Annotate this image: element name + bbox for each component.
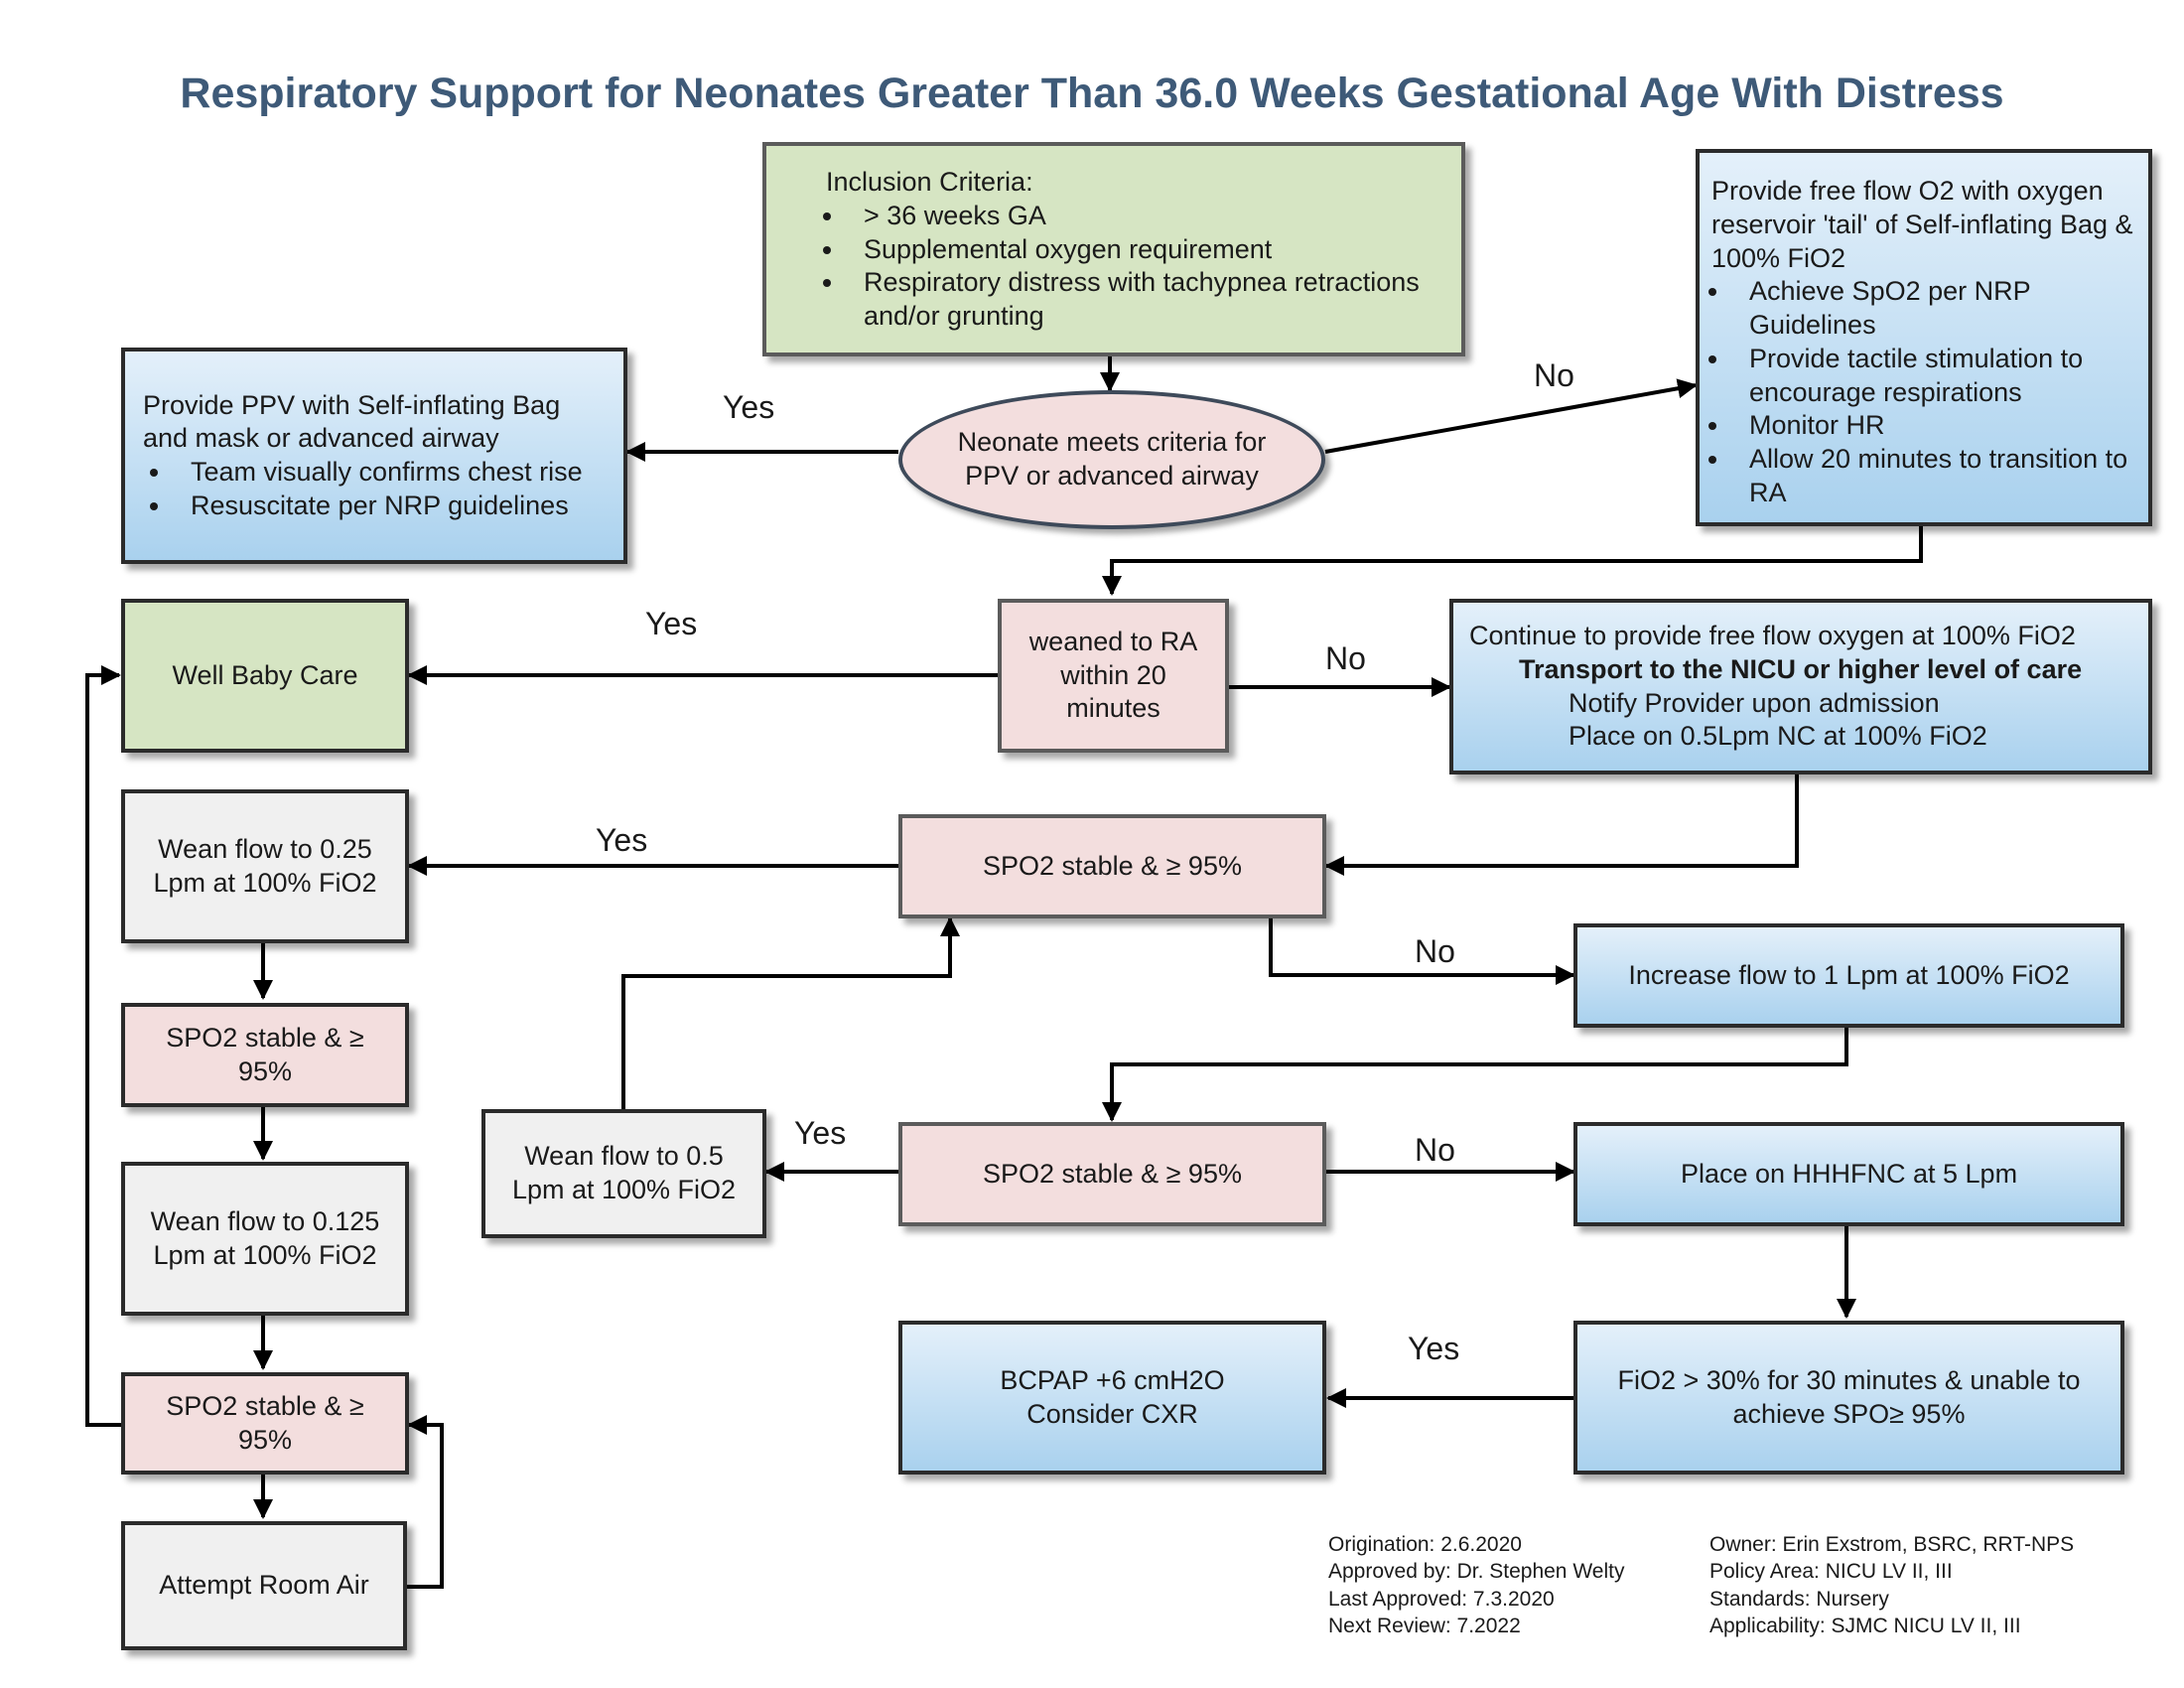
free-flow-item: Monitor HR [1731, 409, 2134, 443]
ppv-decision-text: Neonate meets criteria for PPV or advanc… [957, 427, 1267, 491]
footer-next-review: Next Review: 7.2022 [1328, 1614, 1521, 1637]
spo2-check-left-1: SPO2 stable & ≥ 95% [121, 1003, 409, 1107]
spo2-a-text: SPO2 stable & ≥ 95% [983, 850, 1242, 881]
attempt-room-air-box: Attempt Room Air [121, 1521, 407, 1650]
spo2-b-text: SPO2 stable & ≥ 95% [983, 1158, 1242, 1189]
continue-oxygen-box: Continue to provide free flow oxygen at … [1449, 599, 2152, 774]
free-flow-item: Provide tactile stimulation to encourage… [1731, 343, 2134, 410]
wean-025-text: Wean flow to 0.25 Lpm at 100% FiO2 [153, 833, 377, 898]
arrow-wean05-to-spo2a [621, 916, 960, 1109]
free-flow-list: Achieve SpO2 per NRP Guidelines Provide … [1711, 275, 2134, 509]
ppv-decision-ellipse: Neonate meets criteria for PPV or advanc… [898, 390, 1325, 529]
footer-origination: Origination: 2.6.2020 [1328, 1533, 1522, 1556]
footer-last-approved: Last Approved: 7.3.2020 [1328, 1587, 1555, 1611]
inclusion-list: > 36 weeks GA Supplemental oxygen requir… [826, 200, 1447, 334]
spo2-left-2-text: SPO2 stable & ≥ 95% [166, 1390, 364, 1455]
wean-0125-box: Wean flow to 0.125 Lpm at 100% FiO2 [121, 1162, 409, 1316]
continue-line3: Notify Provider upon admission [1569, 687, 1940, 718]
label-no-continue: No [1325, 640, 1366, 676]
free-flow-text: Provide free flow O2 with oxygen reservo… [1711, 176, 2133, 273]
spo2-check-a: SPO2 stable & ≥ 95% [898, 814, 1326, 918]
increase-flow-text: Increase flow to 1 Lpm at 100% FiO2 [1628, 959, 2070, 990]
footer-owner: Owner: Erin Exstrom, BSRC, RRT-NPS [1709, 1533, 2075, 1556]
hhhfnc-box: Place on HHHFNC at 5 Lpm [1573, 1122, 2124, 1226]
inclusion-criteria-box: Inclusion Criteria: > 36 weeks GA Supple… [762, 142, 1465, 356]
label-no-increase: No [1415, 933, 1455, 969]
footer-policy-area: Policy Area: NICU LV II, III [1709, 1560, 1953, 1584]
arrow-freeflow-to-weaned [1102, 526, 1923, 596]
spo2-left-1-text: SPO2 stable & ≥ 95% [166, 1022, 364, 1086]
label-no-hhhfnc: No [1415, 1132, 1455, 1168]
inclusion-heading: Inclusion Criteria: [826, 167, 1033, 197]
weaned-to-ra-box: weaned to RA within 20 minutes [998, 599, 1229, 753]
bcpap-line2: Consider CXR [1026, 1398, 1198, 1429]
ppv-item: Team visually confirms chest rise [173, 456, 610, 490]
spo2-check-left-2: SPO2 stable & ≥ 95% [121, 1372, 409, 1475]
arrow-increase-to-spo2b [1102, 1028, 1848, 1122]
arrow-continue-to-spo2a [1324, 774, 1799, 876]
inclusion-item: Supplemental oxygen requirement [846, 233, 1447, 267]
free-flow-box: Provide free flow O2 with oxygen reservo… [1696, 149, 2152, 526]
hhhfnc-text: Place on HHHFNC at 5 Lpm [1680, 1158, 2018, 1189]
continue-line1: Continue to provide free flow oxygen at … [1469, 621, 2076, 650]
free-flow-item: Allow 20 minutes to transition to RA [1731, 443, 2134, 510]
arrow-spo2a-to-increase [1269, 916, 1575, 985]
fio2-box: FiO2 > 30% for 30 minutes & unable to ac… [1573, 1321, 2124, 1475]
ppv-box: Provide PPV with Self-inflating Bag and … [121, 348, 627, 564]
wean-05-text: Wean flow to 0.5 Lpm at 100% FiO2 [511, 1141, 737, 1204]
label-yes-bcpap: Yes [1408, 1331, 1460, 1366]
continue-line4: Place on 0.5Lpm NC at 100% FiO2 [1569, 721, 1987, 752]
ppv-list: Team visually confirms chest rise Resusc… [143, 456, 610, 523]
footer-approved-by: Approved by: Dr. Stephen Welty [1328, 1560, 1625, 1584]
label-yes-wellbaby: Yes [645, 606, 698, 641]
footer-approval: Origination: 2.6.2020 Approved by: Dr. S… [1328, 1531, 1624, 1639]
inclusion-item: Respiratory distress with tachypnea retr… [846, 266, 1447, 334]
arrow-spo2-2-loop-to-wellbaby [85, 665, 121, 1427]
continue-line2: Transport to the NICU or higher level of… [1519, 653, 2083, 684]
well-baby-care-box: Well Baby Care [121, 599, 409, 753]
ppv-box-text: Provide PPV with Self-inflating Bag and … [143, 389, 561, 454]
label-yes-wean025: Yes [596, 822, 648, 858]
footer-ownership: Owner: Erin Exstrom, BSRC, RRT-NPS Polic… [1709, 1531, 2074, 1639]
label-no-freeflow: No [1534, 357, 1574, 393]
increase-flow-box: Increase flow to 1 Lpm at 100% FiO2 [1573, 923, 2124, 1028]
ppv-item: Resuscitate per NRP guidelines [173, 490, 610, 523]
bcpap-line1: BCPAP +6 cmH2O [1000, 1364, 1225, 1395]
arrow-roomair-loop-to-spo2-2 [407, 1415, 444, 1589]
footer-applicability: Applicability: SJMC NICU LV II, III [1709, 1614, 2021, 1637]
weaned-text: weaned to RA within 20 minutes [1028, 626, 1198, 724]
footer-standards: Standards: Nursery [1709, 1587, 1889, 1611]
room-air-text: Attempt Room Air [159, 1570, 369, 1601]
fio2-text: FiO2 > 30% for 30 minutes & unable to ac… [1617, 1364, 2081, 1429]
label-yes-ppv: Yes [723, 389, 775, 425]
bcpap-box: BCPAP +6 cmH2O Consider CXR [898, 1321, 1326, 1475]
wean-0125-text: Wean flow to 0.125 Lpm at 100% FiO2 [150, 1205, 380, 1270]
wean-05-box: Wean flow to 0.5 Lpm at 100% FiO2 [481, 1109, 766, 1238]
well-baby-text: Well Baby Care [172, 659, 358, 690]
wean-025-box: Wean flow to 0.25 Lpm at 100% FiO2 [121, 789, 409, 943]
inclusion-item: > 36 weeks GA [846, 200, 1447, 233]
spo2-check-b: SPO2 stable & ≥ 95% [898, 1122, 1326, 1226]
arrow-decision-to-freeflow [1324, 378, 1698, 454]
page-title: Respiratory Support for Neonates Greater… [180, 70, 2004, 117]
free-flow-item: Achieve SpO2 per NRP Guidelines [1731, 275, 2134, 343]
label-yes-wean05: Yes [794, 1115, 847, 1151]
